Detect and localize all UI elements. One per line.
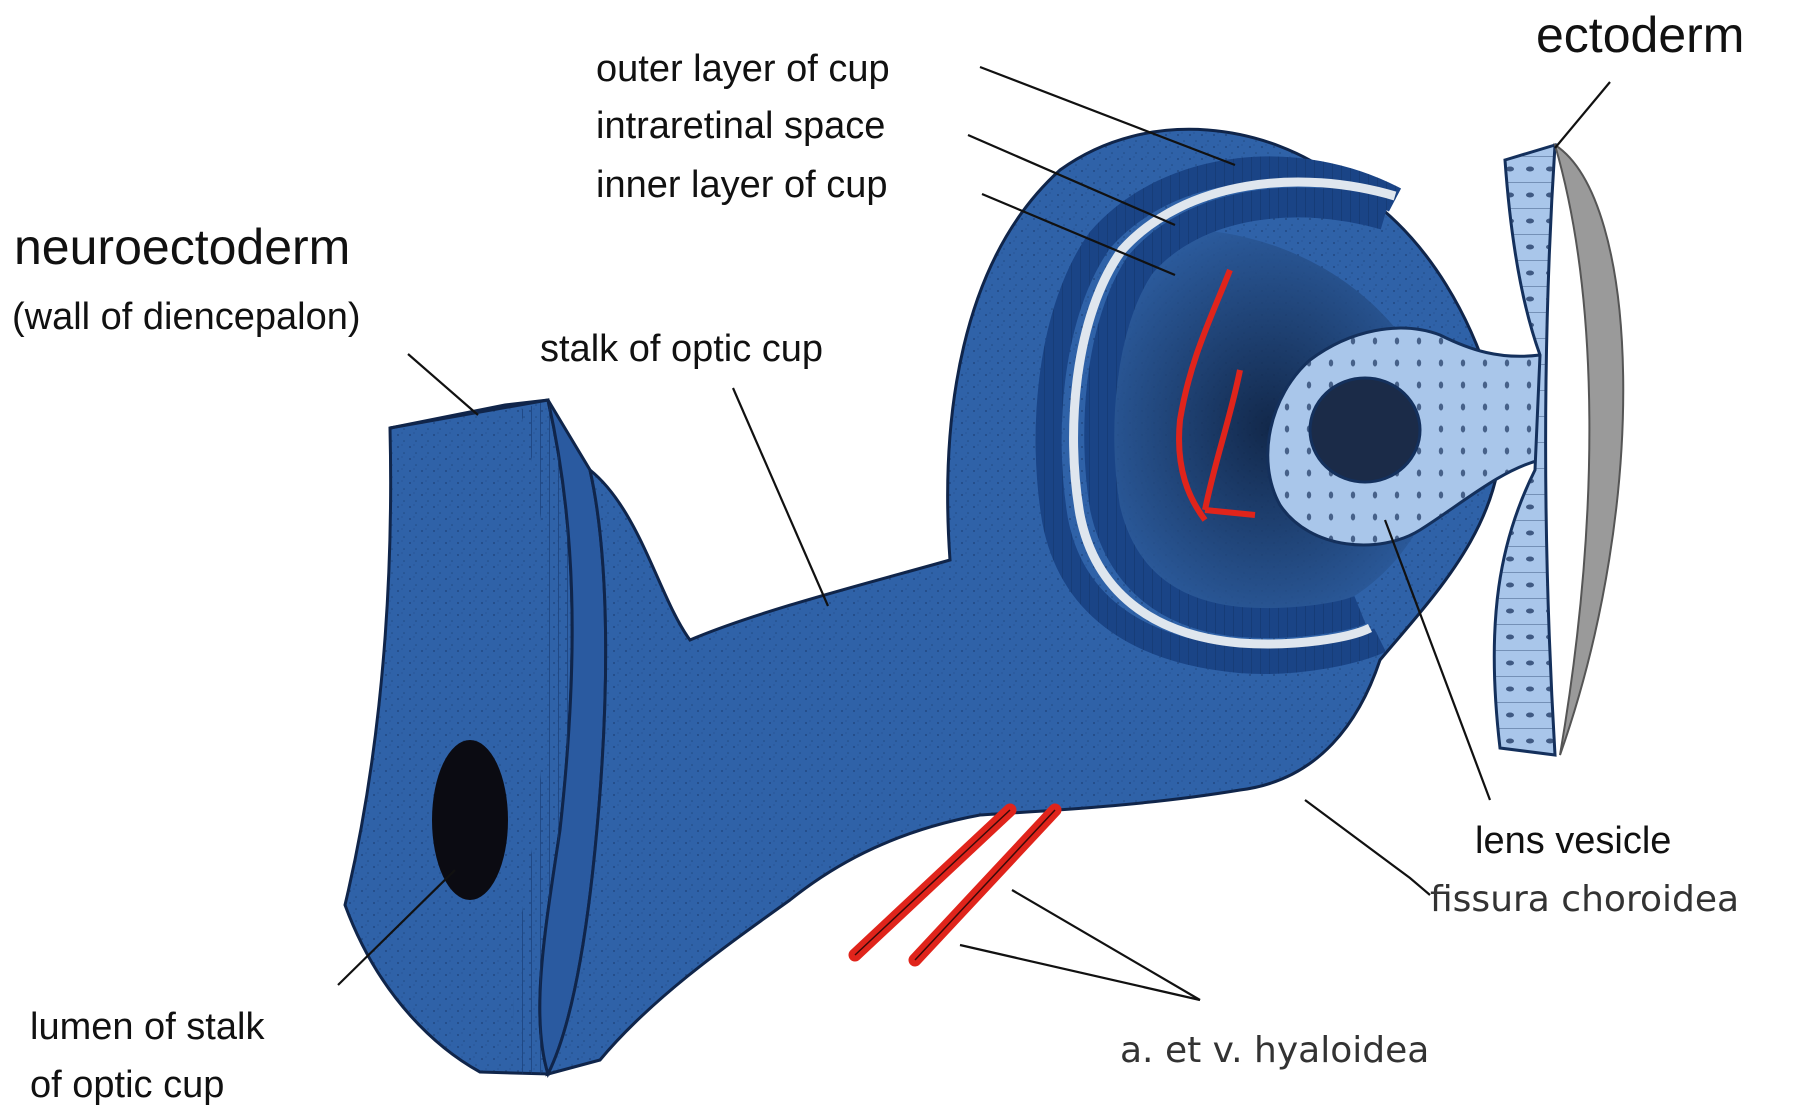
label-wall-of-diencephalon: (wall of diencepalon)	[12, 298, 361, 336]
leader-neuroectoderm	[408, 354, 478, 415]
leader-stalk	[733, 388, 828, 606]
label-intraretinal-space: intraretinal space	[596, 107, 885, 145]
label-lumen-line1: lumen of stalk	[30, 1008, 264, 1046]
leader-ectoderm	[1555, 82, 1610, 148]
label-fissura-choroidea: fissura choroidea	[1430, 882, 1739, 918]
lens-vesicle	[1268, 328, 1540, 545]
leader-hyaloidea-a	[960, 945, 1200, 1000]
neuroectoderm-wall	[345, 400, 606, 1074]
label-inner-layer-of-cup: inner layer of cup	[596, 166, 888, 204]
label-ectoderm: ectoderm	[1536, 10, 1744, 60]
label-neuroectoderm: neuroectoderm	[14, 222, 350, 272]
label-stalk-of-optic-cup: stalk of optic cup	[540, 330, 823, 368]
label-outer-layer-of-cup: outer layer of cup	[596, 50, 890, 88]
label-lumen-line2: of optic cup	[30, 1066, 224, 1104]
leader-fissura-choroidea	[1305, 800, 1430, 895]
label-lens-vesicle: lens vesicle	[1475, 822, 1671, 860]
leader-hyaloidea-b	[1012, 890, 1200, 1000]
lens-cavity	[1310, 378, 1420, 482]
lumen-of-stalk	[432, 740, 508, 900]
optic-stalk-and-cup	[548, 129, 1501, 1074]
label-hyaloidea: a. et v. hyaloidea	[1120, 1033, 1429, 1069]
